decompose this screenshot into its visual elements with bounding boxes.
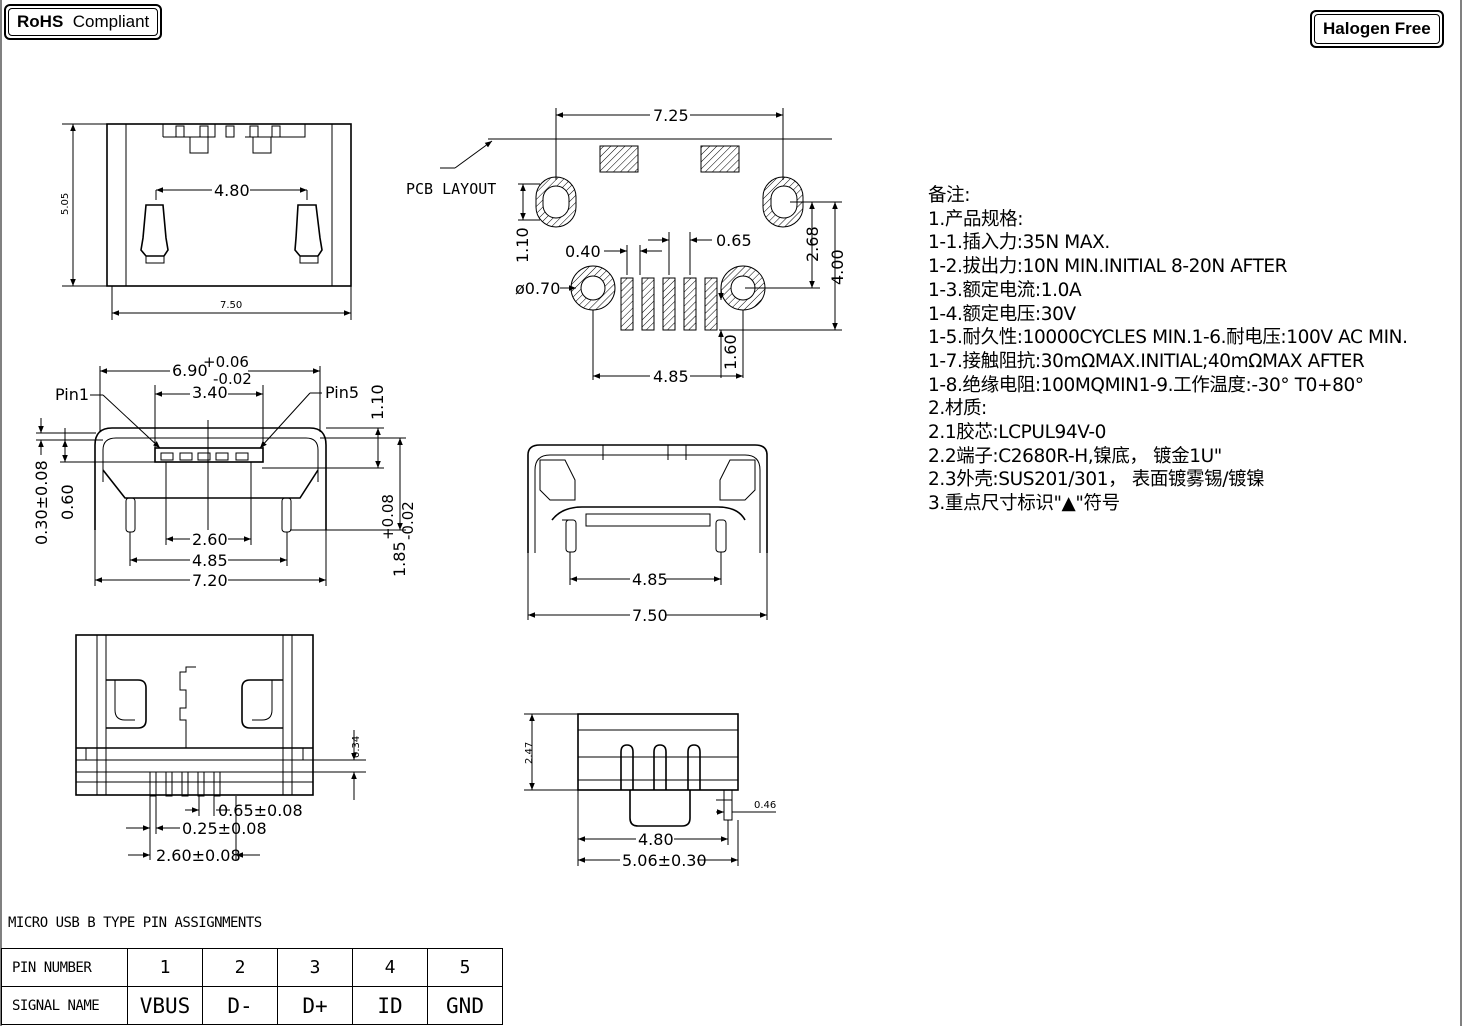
- dim-7-50-rear: 7.50: [632, 606, 668, 625]
- dim-6-90-tol-up: +0.06: [203, 353, 249, 371]
- dim-0-34: 0.34: [351, 736, 362, 758]
- signal-name-header: SIGNAL NAME: [1, 986, 128, 1025]
- dim-4-85-rear: 4.85: [632, 570, 668, 589]
- note-line: 1-5.耐久性:10000CYCLES MIN.1-6.耐电压:100V AC …: [928, 327, 1408, 349]
- dim-1-60: 1.60: [721, 334, 740, 370]
- top-view: 4.80 5.05 7.50: [60, 123, 352, 320]
- signal-name-cell: GND: [427, 986, 503, 1025]
- dim-0-65-tol: 0.65±0.08: [218, 801, 303, 820]
- signal-name-cell: VBUS: [127, 986, 203, 1025]
- dim-dia-0-70: ø0.70: [515, 279, 560, 298]
- note-line: 1-2.拔出力:10N MIN.INITIAL 8-20N AFTER: [928, 256, 1288, 278]
- pin-number-header: PIN NUMBER: [1, 948, 128, 987]
- dim-5-06-tol: 5.06±0.30: [622, 851, 707, 870]
- dim-4-00: 4.00: [828, 249, 847, 285]
- dim-7-25: 7.25: [653, 106, 689, 125]
- dim-1-85-tol-dn: -0.02: [399, 501, 417, 540]
- pin-number-row: PIN NUMBER 1 2 3 4 5: [1, 948, 503, 987]
- pin-number-cell: 3: [277, 948, 353, 987]
- dim-0-40: 0.40: [565, 242, 601, 261]
- dim-7-20: 7.20: [192, 571, 228, 590]
- dim-1-85: 1.85: [390, 541, 409, 577]
- pin-table-title: MICRO USB B TYPE PIN ASSIGNMENTS: [8, 915, 262, 931]
- pin-assignment-table: PIN NUMBER 1 2 3 4 5 SIGNAL NAME VBUS D-…: [1, 948, 503, 1025]
- dim-3-40: 3.40: [192, 383, 228, 402]
- signal-name-row: SIGNAL NAME VBUS D- D+ ID GND: [1, 986, 503, 1025]
- dim-0-60: 0.60: [58, 484, 77, 520]
- rohs-label: RoHS: [17, 12, 64, 31]
- dim-1-10-front: 1.10: [368, 384, 387, 420]
- dim-1-10-pcb: 1.10: [513, 227, 532, 263]
- note-line: 3.重点尺寸标识"▲"符号: [928, 493, 1120, 515]
- signal-name-cell: D+: [277, 986, 353, 1025]
- dim-6-90-tol-dn: -0.02: [213, 370, 252, 388]
- note-line: 1-3.额定电流:1.0A: [928, 279, 1082, 301]
- note-line: 1-4.额定电压:30V: [928, 303, 1076, 325]
- note-line: 2.2端子:C2680R-H,镍底， 镀金1U": [928, 445, 1222, 467]
- pin1-label: Pin1: [55, 385, 89, 404]
- front-view: 6.90 +0.06 -0.02 3.40 Pin1 Pin5 1.10 1.8…: [32, 353, 417, 590]
- note-line: 2.材质:: [928, 398, 987, 420]
- dim-1-85-tol-up: +0.08: [379, 494, 397, 540]
- note-line: 1-7.接触阻抗:30mΩMAX.INITIAL;40mΩMAX AFTER: [928, 350, 1365, 372]
- notes-block: 备注: 1.产品规格: 1-1.插入力:35N MAX. 1-2.拔出力:10N…: [928, 184, 1408, 516]
- dim-4-85-front: 4.85: [192, 551, 228, 570]
- pin-number-cell: 1: [127, 948, 203, 987]
- rohs-badge: RoHS Compliant: [4, 4, 163, 40]
- dim-4-85-pcb: 4.85: [653, 367, 689, 386]
- halogen-free-label: Halogen Free: [1314, 14, 1440, 44]
- dim-2-60: 2.60: [192, 530, 228, 549]
- dim-0-30: 0.30±0.08: [32, 460, 51, 545]
- dim-7-50-top: 7.50: [220, 300, 242, 311]
- signal-name-cell: ID: [352, 986, 428, 1025]
- dim-2-60-tol: 2.60±0.08: [156, 846, 241, 865]
- note-line: 1.产品规格:: [928, 208, 1024, 230]
- pin-number-cell: 4: [352, 948, 428, 987]
- pcb-layout-label: PCB LAYOUT: [406, 180, 496, 198]
- bottom-view: 0.34 0.65±0.08 0.25±0.08 2.60±0.08: [75, 634, 366, 865]
- dim-0-65: 0.65: [716, 231, 752, 250]
- compliant-label: Compliant: [72, 12, 150, 31]
- dim-4-80-side: 4.80: [638, 830, 674, 849]
- note-line: 2.3外壳:SUS201/301， 表面镀雾锡/镀镍: [928, 469, 1265, 491]
- halogen-free-badge: Halogen Free: [1310, 10, 1444, 48]
- side-view: 2.47 0.46 4.80 5.06±0.30: [524, 713, 776, 870]
- dim-6-90: 6.90: [172, 361, 208, 380]
- note-line: 2.1胶芯:LCPUL94V-0: [928, 422, 1107, 444]
- pcb-layout-view: PCB LAYOUT 7.25 1.10 0.40 0.65: [406, 106, 847, 386]
- note-line: 备注:: [928, 185, 971, 206]
- dim-5-05: 5.05: [60, 193, 71, 215]
- pin-number-cell: 5: [427, 948, 503, 987]
- dim-2-68: 2.68: [803, 226, 822, 262]
- dim-0-46: 0.46: [754, 800, 776, 811]
- pin-number-cell: 2: [202, 948, 278, 987]
- note-line: 1-1.插入力:35N MAX.: [928, 232, 1110, 254]
- dim-4-80-top: 4.80: [214, 181, 250, 200]
- pin5-label: Pin5: [325, 383, 359, 402]
- rear-view: 4.85 7.50: [527, 444, 768, 625]
- dim-2-47: 2.47: [524, 742, 535, 764]
- signal-name-cell: D-: [202, 986, 278, 1025]
- note-line: 1-8.绝缘电阻:100MQMIN1-9.工作温度:-30° T0+80°: [928, 374, 1364, 396]
- dim-0-25-tol: 0.25±0.08: [182, 819, 267, 838]
